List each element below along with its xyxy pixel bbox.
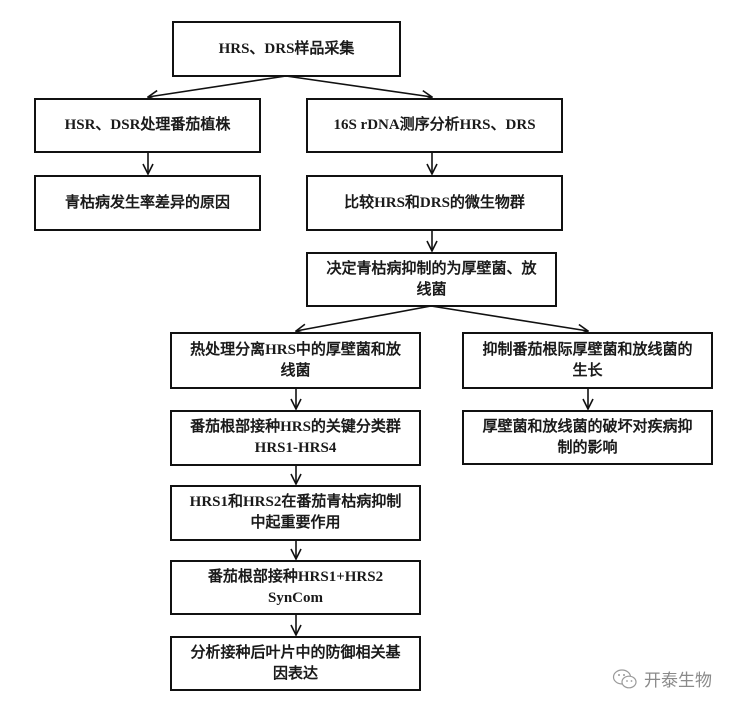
- watermark: 开泰生物: [612, 666, 712, 691]
- node-sequencing-label: 16S rDNA测序分析HRS、DRS: [333, 117, 536, 133]
- node-sequencing: 16S rDNA测序分析HRS、DRS: [306, 98, 563, 153]
- watermark-text: 开泰生物: [644, 671, 712, 691]
- node-compare-microbiota-label: 比较HRS和DRS的微生物群: [344, 194, 525, 211]
- node-hrs1-hrs2-role: HRS1和HRS2在番茄青枯病抑制中起重要作用: [170, 485, 421, 541]
- node-inhibit-growth-label: 抑制番茄根际厚壁菌和放线菌的生长: [482, 341, 693, 379]
- node-defense-genes: 分析接种后叶片中的防御相关基因表达: [170, 636, 421, 691]
- node-heat-isolation: 热处理分离HRS中的厚壁菌和放线菌: [170, 332, 421, 389]
- node-sampling-label: HRS、DRS样品采集: [218, 40, 355, 57]
- arrow-decision-to-inhibit: [430, 305, 588, 331]
- node-hrs1-hrs2-role-label: HRS1和HRS2在番茄青枯病抑制中起重要作用: [189, 494, 402, 531]
- node-inhibit-growth: 抑制番茄根际厚壁菌和放线菌的生长: [462, 332, 713, 389]
- node-defense-genes-label: 分析接种后叶片中的防御相关基因表达: [190, 644, 401, 682]
- node-decision: 决定青枯病抑制的为厚壁菌、放线菌: [306, 252, 557, 307]
- node-disruption-effect: 厚壁菌和放线菌的破坏对疾病抑制的影响: [462, 410, 713, 465]
- node-disruption-effect-label: 厚壁菌和放线菌的破坏对疾病抑制的影响: [482, 418, 693, 456]
- node-inoculate-taxa-label: 番茄根部接种HRS的关键分类群HRS1-HRS4: [190, 419, 401, 456]
- node-heat-isolation-label: 热处理分离HRS中的厚壁菌和放线菌: [190, 341, 401, 379]
- arrow-sampling-to-sequencing: [285, 75, 432, 97]
- node-disease-reason: 青枯病发生率差异的原因: [34, 175, 261, 231]
- node-inoculate-taxa: 番茄根部接种HRS的关键分类群HRS1-HRS4: [170, 410, 421, 466]
- node-inoculate-syncom: 番茄根部接种HRS1+HRS2 SynCom: [170, 560, 421, 615]
- arrow-decision-to-heat: [296, 305, 432, 331]
- node-sampling: HRS、DRS样品采集: [172, 21, 401, 77]
- node-inoculate-syncom-label: 番茄根部接种HRS1+HRS2 SynCom: [207, 568, 384, 606]
- wechat-icon: [612, 668, 637, 688]
- node-treat-tomato-label: HSR、DSR处理番茄植株: [64, 117, 231, 133]
- arrow-sampling-to-treat: [148, 75, 287, 97]
- node-compare-microbiota: 比较HRS和DRS的微生物群: [306, 175, 563, 231]
- node-disease-reason-label: 青枯病发生率差异的原因: [64, 194, 230, 211]
- node-decision-label: 决定青枯病抑制的为厚壁菌、放线菌: [326, 260, 537, 298]
- node-treat-tomato: HSR、DSR处理番茄植株: [34, 98, 261, 153]
